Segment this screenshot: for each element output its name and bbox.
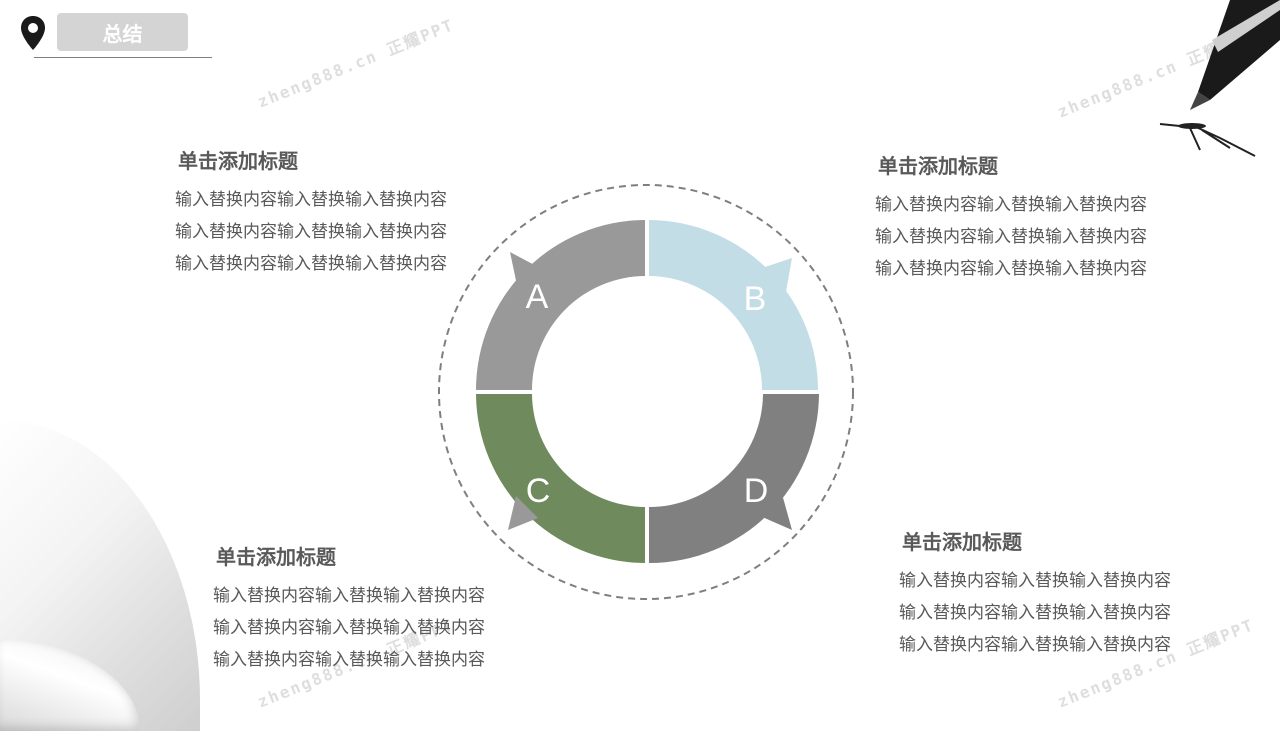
segment-c[interactable] — [476, 394, 645, 563]
block-line[interactable]: 输入替换内容输入替换输入替换内容 — [175, 254, 447, 274]
segment-a-arrow — [510, 252, 540, 290]
segment-label-a: A — [526, 278, 549, 316]
segment-d-arrow — [760, 494, 792, 530]
block-line[interactable]: 输入替换内容输入替换输入替换内容 — [875, 227, 1147, 247]
block-title[interactable]: 单击添加标题 — [878, 156, 998, 178]
map-pin-icon — [21, 16, 45, 50]
cycle-diagram: A B C D — [438, 184, 854, 600]
block-line[interactable]: 输入替换内容输入替换输入替换内容 — [899, 603, 1171, 623]
segment-c-arrow — [508, 496, 538, 530]
text-block-b: 单击添加标题 输入替换内容输入替换输入替换内容 输入替换内容输入替换输入替换内容… — [875, 150, 1147, 285]
block-line[interactable]: 输入替换内容输入替换输入替换内容 — [899, 635, 1171, 655]
segment-label-c: C — [526, 472, 551, 510]
segment-b[interactable] — [649, 220, 818, 390]
segment-b-arrow — [762, 258, 792, 292]
header-divider — [34, 57, 212, 58]
segment-label-d: D — [744, 472, 769, 510]
block-line[interactable]: 输入替换内容输入替换输入替换内容 — [213, 586, 485, 606]
block-line[interactable]: 输入替换内容输入替换输入替换内容 — [175, 222, 447, 242]
block-line[interactable]: 输入替换内容输入替换输入替换内容 — [213, 618, 485, 638]
block-line[interactable]: 输入替换内容输入替换输入替换内容 — [875, 259, 1147, 279]
text-block-a: 单击添加标题 输入替换内容输入替换输入替换内容 输入替换内容输入替换输入替换内容… — [175, 145, 447, 280]
page-title: 总结 — [57, 13, 188, 51]
block-title[interactable]: 单击添加标题 — [902, 532, 1022, 554]
block-line[interactable]: 输入替换内容输入替换输入替换内容 — [213, 650, 485, 670]
segment-a[interactable] — [476, 220, 645, 390]
text-block-c: 单击添加标题 输入替换内容输入替换输入替换内容 输入替换内容输入替换输入替换内容… — [213, 541, 485, 676]
block-line[interactable]: 输入替换内容输入替换输入替换内容 — [875, 195, 1147, 215]
block-line[interactable]: 输入替换内容输入替换输入替换内容 — [175, 190, 447, 210]
segment-label-b: B — [744, 280, 767, 318]
block-title[interactable]: 单击添加标题 — [178, 151, 298, 173]
fountain-pen-illustration — [1159, 0, 1280, 157]
segment-d[interactable] — [649, 394, 819, 563]
text-block-d: 单击添加标题 输入替换内容输入替换输入替换内容 输入替换内容输入替换输入替换内容… — [899, 526, 1171, 661]
watermark: zheng888.cn 正耀PPT — [254, 15, 457, 112]
block-title[interactable]: 单击添加标题 — [216, 547, 336, 569]
block-line[interactable]: 输入替换内容输入替换输入替换内容 — [899, 571, 1171, 591]
dashed-outer-ring — [438, 184, 854, 600]
